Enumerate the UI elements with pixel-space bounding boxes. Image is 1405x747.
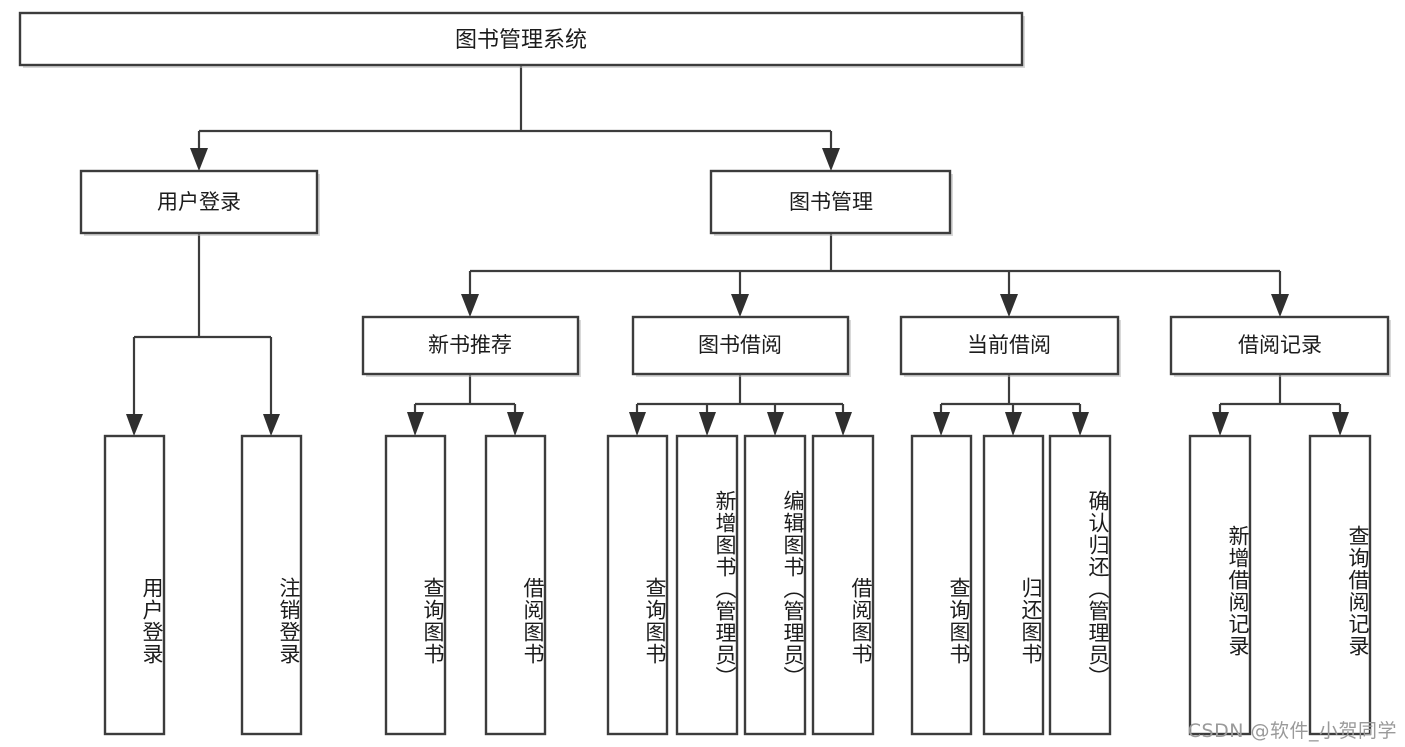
node-current-borrow[interactable]: 当前借阅 xyxy=(899,315,1121,377)
leaf-box-add-book[interactable] xyxy=(675,434,739,736)
arrow-newbook-to-l2-icon xyxy=(507,412,524,436)
borrow-record-box[interactable] xyxy=(1169,315,1390,376)
leaf-box-confirm-return[interactable] xyxy=(1048,434,1112,736)
node-book-manage[interactable]: 图书管理 xyxy=(709,169,953,236)
borrow-record-label: 借阅记录 xyxy=(1238,333,1322,357)
arrow-root-to-user-icon xyxy=(190,148,208,171)
leaf-box-logout[interactable] xyxy=(240,434,303,736)
arrow-borrow-to-l3-icon xyxy=(767,412,784,436)
arrow-book-to-borrow-icon xyxy=(731,294,749,317)
arrow-user-to-l1-icon xyxy=(126,414,143,436)
arrow-root-to-book-icon xyxy=(822,148,840,171)
arrow-record-to-l2-icon xyxy=(1332,412,1349,436)
arrow-current-to-l2-icon xyxy=(1005,412,1022,436)
leaf-box-add-record[interactable] xyxy=(1188,434,1252,736)
arrow-borrow-to-l1-icon xyxy=(629,412,646,436)
leaf-box-return-book[interactable] xyxy=(982,434,1045,736)
arrow-current-to-l3-icon xyxy=(1072,412,1089,436)
arrow-book-to-newbook-icon xyxy=(461,294,479,317)
node-root[interactable]: 图书管理系统 xyxy=(18,11,1025,68)
node-book-borrow[interactable]: 图书借阅 xyxy=(631,315,851,377)
root-label: 图书管理系统 xyxy=(455,28,587,53)
new-book-recommend-box[interactable] xyxy=(361,315,580,376)
current-borrow-label: 当前借阅 xyxy=(967,333,1051,357)
leaf-node-boxes xyxy=(103,434,1372,736)
arrow-book-to-record-icon xyxy=(1271,294,1289,317)
arrow-current-to-l1-icon xyxy=(933,412,950,436)
user-login-box[interactable] xyxy=(79,169,319,235)
node-borrow-record[interactable]: 借阅记录 xyxy=(1169,315,1391,377)
book-manage-box[interactable] xyxy=(709,169,952,235)
leaf-box-query-record[interactable] xyxy=(1308,434,1372,736)
node-new-book-recommend[interactable]: 新书推荐 xyxy=(361,315,581,377)
new-book-recommend-label: 新书推荐 xyxy=(428,333,512,357)
book-borrow-box[interactable] xyxy=(631,315,850,376)
book-manage-label: 图书管理 xyxy=(789,190,873,214)
arrow-borrow-to-l4-icon xyxy=(835,412,852,436)
leaf-box-borrow-book-1[interactable] xyxy=(484,434,547,736)
leaf-box-query-book-3[interactable] xyxy=(910,434,973,736)
arrow-borrow-to-l2-icon xyxy=(699,412,716,436)
arrow-user-to-l2-icon xyxy=(263,414,280,436)
arrow-book-to-current-icon xyxy=(1000,294,1018,317)
node-user-login[interactable]: 用户登录 xyxy=(79,169,320,236)
leaf-box-query-book-2[interactable] xyxy=(606,434,669,736)
connector-layer xyxy=(126,65,1349,436)
arrow-record-to-l1-icon xyxy=(1212,412,1229,436)
leaf-box-user-login[interactable] xyxy=(103,434,166,736)
root-box[interactable] xyxy=(18,11,1024,67)
leaf-box-query-book-1[interactable] xyxy=(384,434,447,736)
watermark-text: CSDN @软件_小贺同学 xyxy=(1187,720,1397,742)
arrow-newbook-to-l1-icon xyxy=(407,412,424,436)
current-borrow-box[interactable] xyxy=(899,315,1120,376)
leaf-box-borrow-book-2[interactable] xyxy=(811,434,875,736)
book-borrow-label: 图书借阅 xyxy=(698,333,782,357)
leaf-box-edit-book[interactable] xyxy=(743,434,807,736)
user-login-label: 用户登录 xyxy=(157,190,241,214)
